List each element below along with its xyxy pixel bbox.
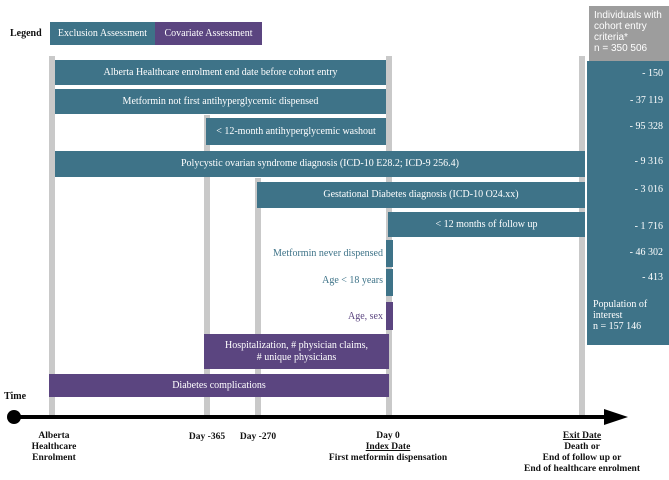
enrolment-line3: Enrolment [32, 453, 76, 463]
exit-line1: Death or [564, 442, 600, 452]
population-line1: Population of [593, 299, 648, 310]
population-n: n = 157 146 [593, 321, 642, 332]
time-title: Time [4, 391, 27, 402]
enrolment-line1: Alberta [38, 431, 70, 441]
day0-label: Day 0 [376, 431, 400, 441]
exit-line3: End of healthcare enrolment [523, 464, 641, 474]
bar-follow-up: < 12 months of follow up [388, 212, 585, 237]
count-row-5: - 3 016 [634, 184, 663, 195]
counts-header-line1: Individuals with [594, 10, 662, 21]
tick-label-day0: Day 0 Index Date First metformin dispens… [318, 431, 458, 464]
hospitalization-line2: # unique physicians [256, 351, 337, 363]
count-row-2: - 37 119 [630, 95, 663, 106]
index-date-description: First metformin dispensation [328, 453, 448, 463]
enrolment-line2: Healthcare [31, 442, 77, 452]
count-row-3: - 95 328 [629, 121, 663, 132]
bar-washout: < 12-month antihyperglycemic washout [206, 118, 386, 145]
counts-header-n: n = 350 506 [594, 43, 648, 54]
marker-age-sex [386, 302, 393, 330]
legend-covariate: Covariate Assessment [155, 22, 262, 45]
guide-line-day-365 [204, 115, 210, 416]
label-age: Age < 18 years [322, 275, 383, 286]
marker-age [386, 269, 393, 296]
tick-label-exit: Exit Date Death or End of follow up or E… [520, 431, 644, 475]
count-row-4: - 9 316 [634, 156, 663, 167]
exit-date-label: Exit Date [562, 431, 602, 441]
label-metformin-never: Metformin never dispensed [273, 248, 383, 259]
legend-title: Legend [10, 28, 42, 39]
counts-header-line3: criteria* [594, 32, 628, 43]
bar-enrolment-end: Alberta Healthcare enrolment end date be… [55, 60, 386, 85]
tick-label-day-365: Day -365 [188, 432, 226, 442]
guide-line-day-270 [255, 178, 261, 416]
timeline-arrow [7, 409, 628, 425]
population-of-interest: Population of interest n = 157 146 [593, 299, 647, 332]
count-row-7: - 46 302 [629, 247, 663, 258]
counts-header-line2: cohort entry [594, 21, 647, 32]
count-row-8: - 413 [642, 272, 663, 283]
exit-line2: End of follow up or [542, 453, 622, 463]
bar-gestational: Gestational Diabetes diagnosis (ICD-10 O… [257, 182, 585, 208]
population-line2: interest [593, 310, 623, 321]
legend-exclusion: Exclusion Assessment [50, 22, 155, 45]
bar-diabetes-complications: Diabetes complications [49, 374, 389, 397]
counts-header: Individuals with cohort entry criteria* … [589, 6, 669, 61]
guide-line-enrolment [49, 56, 55, 416]
marker-metformin-never [386, 240, 393, 267]
counts-panel [587, 61, 669, 345]
bar-pcos: Polycystic ovarian syndrome diagnosis (I… [55, 151, 585, 177]
index-date-label: Index Date [365, 442, 411, 452]
hospitalization-line1: Hospitalization, # physician claims, [224, 339, 369, 351]
bar-hospitalization: Hospitalization, # physician claims, # u… [204, 334, 389, 369]
bar-metformin-not-first: Metformin not first antihyperglycemic di… [55, 89, 386, 114]
timeline-arrowhead [604, 409, 628, 425]
tick-label-day-270: Day -270 [239, 432, 277, 442]
tick-label-enrolment: Alberta Healthcare Enrolment [28, 431, 80, 464]
count-row-1: - 150 [642, 68, 663, 79]
count-row-6: - 1 716 [634, 221, 663, 232]
label-age-sex: Age, sex [348, 311, 383, 322]
